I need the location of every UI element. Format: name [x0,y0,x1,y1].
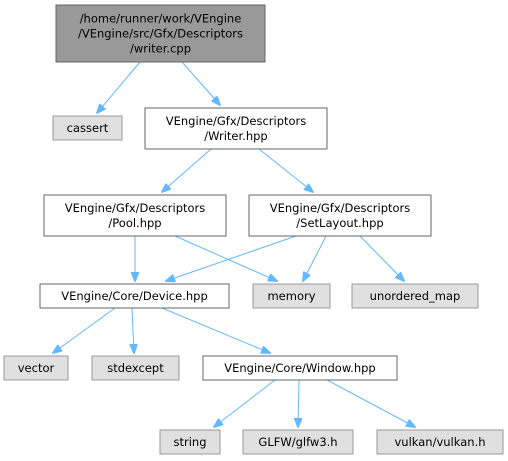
node-memory: memory [252,283,331,309]
edge-setlayout_hpp-to-device_hpp [166,235,297,281]
edge-writer_hpp-to-pool_hpp [162,148,212,192]
node-box [252,283,331,309]
node-box [52,115,123,141]
node-label: VEngine/Gfx/Descriptors [65,201,206,215]
node-box [3,355,69,381]
edge-window_hpp-to-vulkan [326,379,415,427]
edge-writer_hpp-to-setlayout_hpp [258,148,313,192]
node-label: cassert [67,121,109,135]
node-label: /writer.cpp [130,42,191,56]
node-box [351,283,479,309]
edge-setlayout_hpp-to-memory [303,235,327,281]
edge-device_hpp-to-window_hpp [161,307,270,353]
node-label: /Writer.hpp [204,129,267,143]
node-box [242,429,354,455]
node-label: GLFW/glfw3.h [258,435,337,449]
node-pool_hpp[interactable]: VEngine/Gfx/Descriptors/Pool.hpp [43,194,227,237]
edge-pool_hpp-to-memory [174,235,277,281]
node-label: /SetLayout.hpp [296,216,383,230]
edge-window_hpp-to-glfw3 [298,379,299,427]
node-label: VEngine/Core/Window.hpp [224,361,375,375]
node-writer_hpp[interactable]: VEngine/Gfx/Descriptors/Writer.hpp [144,107,328,150]
node-setlayout_hpp[interactable]: VEngine/Gfx/Descriptors/SetLayout.hpp [248,194,432,237]
node-label: /VEngine/src/Gfx/Descriptors [78,27,243,41]
node-cassert: cassert [52,115,123,141]
node-box [248,194,432,237]
node-vulkan: vulkan/vulkan.h [376,429,504,455]
edges-layer [53,61,415,427]
node-unordered_map: unordered_map [351,283,479,309]
node-stdexcept: stdexcept [91,355,180,381]
node-box [376,429,504,455]
node-label: unordered_map [370,289,461,303]
node-string: string [159,429,221,455]
node-box [159,429,221,455]
node-label: stdexcept [107,361,164,375]
node-glfw3: GLFW/glfw3.h [242,429,354,455]
node-box [91,355,180,381]
node-box [43,194,227,237]
node-label: vector [18,361,55,375]
edge-writer_cpp-to-cassert [97,61,141,113]
node-label: memory [267,289,315,303]
nodes-layer: /home/runner/work/VEngine/VEngine/src/Gf… [3,4,504,455]
node-device_hpp[interactable]: VEngine/Core/Device.hpp [39,283,230,309]
node-window_hpp[interactable]: VEngine/Core/Window.hpp [202,355,398,381]
node-label: string [173,435,206,449]
edge-window_hpp-to-string [214,379,276,427]
node-label: /Pool.hpp [108,216,161,230]
node-label: VEngine/Gfx/Descriptors [166,114,307,128]
node-box [202,355,398,381]
node-label: VEngine/Gfx/Descriptors [270,201,411,215]
node-vector: vector [3,355,69,381]
node-label: vulkan/vulkan.h [395,435,486,449]
node-writer_cpp[interactable]: /home/runner/work/VEngine/VEngine/src/Gf… [55,4,266,63]
node-box [39,283,230,309]
edge-device_hpp-to-vector [53,307,116,353]
node-label: VEngine/Core/Device.hpp [61,289,208,303]
node-box [144,107,328,150]
node-label: /home/runner/work/VEngine [80,12,242,26]
edge-device_hpp-to-stdexcept [132,307,134,353]
edge-setlayout_hpp-to-unordered_map [359,235,404,281]
node-box [55,4,266,63]
edge-writer_cpp-to-writer_hpp [181,61,220,105]
